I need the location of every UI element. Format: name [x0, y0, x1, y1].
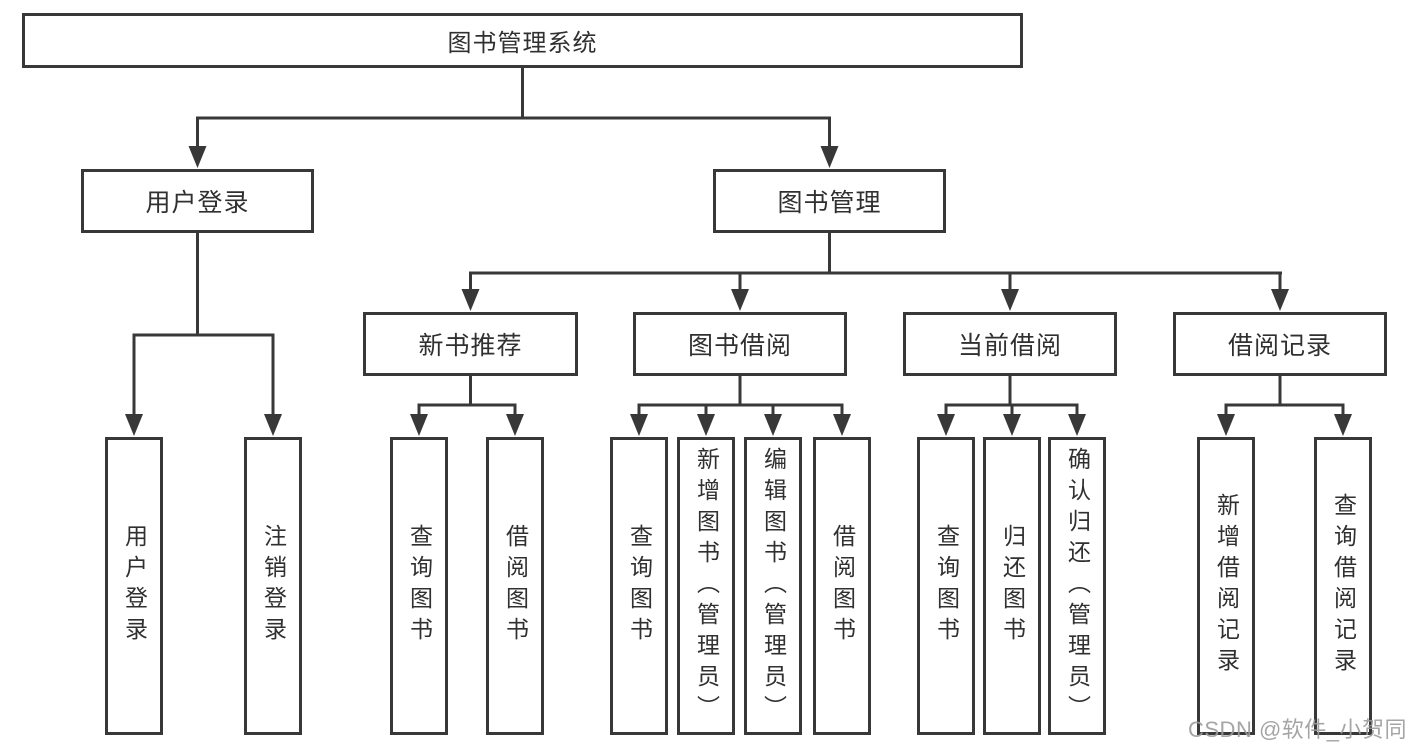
leaf-label: 查询图书 [933, 524, 960, 648]
leaf-edit-book-admin: 编辑图书（管理员） [744, 437, 802, 735]
leaf-return-book: 归还图书 [983, 437, 1041, 735]
leaf-add-borrow-record: 新增借阅记录 [1197, 437, 1255, 735]
node-book-management: 图书管理 [713, 169, 946, 233]
leaf-query-books-borrow: 查询图书 [610, 437, 668, 735]
node-library-management-system: 图书管理系统 [22, 13, 1023, 68]
leaf-label: 借阅图书 [502, 524, 529, 648]
leaf-label: 新增借阅记录 [1213, 493, 1240, 679]
node-current-borrowing: 当前借阅 [903, 312, 1117, 376]
arrow-down-icons [125, 146, 1352, 436]
leaf-label: 查询图书 [406, 524, 433, 648]
leaf-logout: 注销登录 [244, 437, 302, 735]
leaf-label: 用户登录 [121, 524, 148, 648]
node-new-book-recommendation: 新书推荐 [363, 312, 578, 376]
leaf-label: 借阅图书 [829, 524, 856, 648]
node-book-borrowing: 图书借阅 [633, 312, 847, 376]
leaf-label: 归还图书 [999, 524, 1026, 648]
leaf-label: 查询借阅记录 [1330, 493, 1357, 679]
node-label: 借阅记录 [1227, 332, 1332, 360]
leaf-label: 编辑图书（管理员） [760, 446, 787, 726]
leaf-label: 注销登录 [260, 524, 287, 648]
node-label: 图书借阅 [687, 332, 792, 360]
leaf-query-books-current: 查询图书 [917, 437, 975, 735]
node-label: 用户登录 [145, 189, 250, 217]
leaf-label: 确认归还（管理员） [1064, 446, 1091, 726]
node-borrowing-records: 借阅记录 [1173, 312, 1387, 376]
leaf-confirm-return-admin: 确认归还（管理员） [1048, 437, 1106, 735]
node-user-login: 用户登录 [81, 169, 314, 233]
tree-edges [132, 62, 1345, 420]
node-label: 图书管理 [777, 189, 882, 217]
watermark-csdn: CSDN @软件_小贺同学 [1188, 717, 1405, 742]
node-label: 当前借阅 [957, 332, 1062, 360]
leaf-label: 新增图书（管理员） [693, 446, 720, 726]
leaf-query-books-recommend: 查询图书 [390, 437, 448, 735]
leaf-query-borrow-record: 查询借阅记录 [1314, 437, 1372, 735]
leaf-add-book-admin: 新增图书（管理员） [677, 437, 735, 735]
node-label: 图书管理系统 [447, 30, 598, 57]
leaf-user-login: 用户登录 [105, 437, 163, 735]
leaf-borrow-books: 借阅图书 [813, 437, 871, 735]
leaf-borrow-books-recommend: 借阅图书 [486, 437, 544, 735]
node-label: 新书推荐 [418, 332, 523, 360]
leaf-label: 查询图书 [626, 524, 653, 648]
